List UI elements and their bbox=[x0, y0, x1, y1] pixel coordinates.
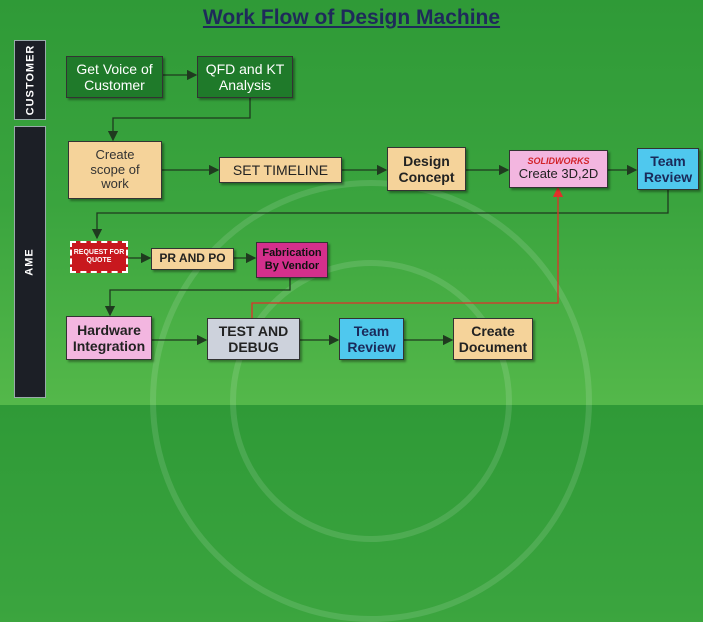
step-label: PR AND PO bbox=[159, 251, 226, 266]
step-label: Create 3D,2D bbox=[518, 165, 599, 181]
step-design-concept: Design Concept bbox=[387, 147, 466, 191]
step-qfd-kt-analysis: QFD and KT Analysis bbox=[197, 56, 293, 98]
arrow-qfd-to-scope bbox=[107, 98, 251, 142]
step-create-3d-2d: SOLIDWORKS Create 3D,2D bbox=[509, 150, 608, 188]
step-fabrication-by-vendor: Fabrication By Vendor bbox=[256, 242, 328, 278]
request-for-quote-stamp: REQUEST FOR QUOTE bbox=[70, 241, 128, 273]
stamp-label: REQUEST FOR QUOTE bbox=[73, 249, 125, 264]
step-label: Design Concept bbox=[398, 152, 455, 185]
step-create-document: Create Document bbox=[453, 318, 533, 360]
step-label: QFD and KT Analysis bbox=[205, 60, 285, 93]
lane-customer-label: CUSTOMER bbox=[14, 40, 46, 120]
step-label: Team Review bbox=[643, 152, 693, 185]
step-label: SET TIMELINE bbox=[232, 161, 329, 178]
step-label: Get Voice of Customer bbox=[76, 60, 153, 93]
step-label: Team Review bbox=[347, 322, 396, 355]
page-title: Work Flow of Design Machine bbox=[202, 6, 501, 29]
step-hardware-integration: Hardware Integration bbox=[66, 316, 152, 360]
solidworks-logo: SOLIDWORKS bbox=[527, 156, 590, 167]
connector-layer bbox=[91, 69, 669, 346]
lane-ame-label: AME bbox=[14, 126, 46, 398]
step-create-scope-of-work: Create scope of work bbox=[68, 141, 162, 199]
feedback-loop-test-to-create3d bbox=[251, 186, 564, 318]
step-label: Fabrication By Vendor bbox=[262, 247, 322, 272]
arrow-fab-to-hardware bbox=[104, 278, 291, 317]
step-test-and-debug: TEST AND DEBUG bbox=[207, 318, 300, 360]
step-label: TEST AND DEBUG bbox=[218, 322, 289, 355]
arrow-review-to-rfq bbox=[91, 190, 669, 240]
step-team-review-1: Team Review bbox=[637, 148, 699, 190]
step-set-timeline: SET TIMELINE bbox=[219, 157, 342, 183]
step-team-review-2: Team Review bbox=[339, 318, 404, 360]
step-label: Hardware Integration bbox=[72, 321, 146, 354]
step-pr-and-po: PR AND PO bbox=[151, 248, 234, 270]
step-label: Create scope of work bbox=[90, 146, 140, 192]
step-label: Create Document bbox=[458, 322, 528, 355]
step-get-voice-of-customer: Get Voice of Customer bbox=[66, 56, 163, 98]
